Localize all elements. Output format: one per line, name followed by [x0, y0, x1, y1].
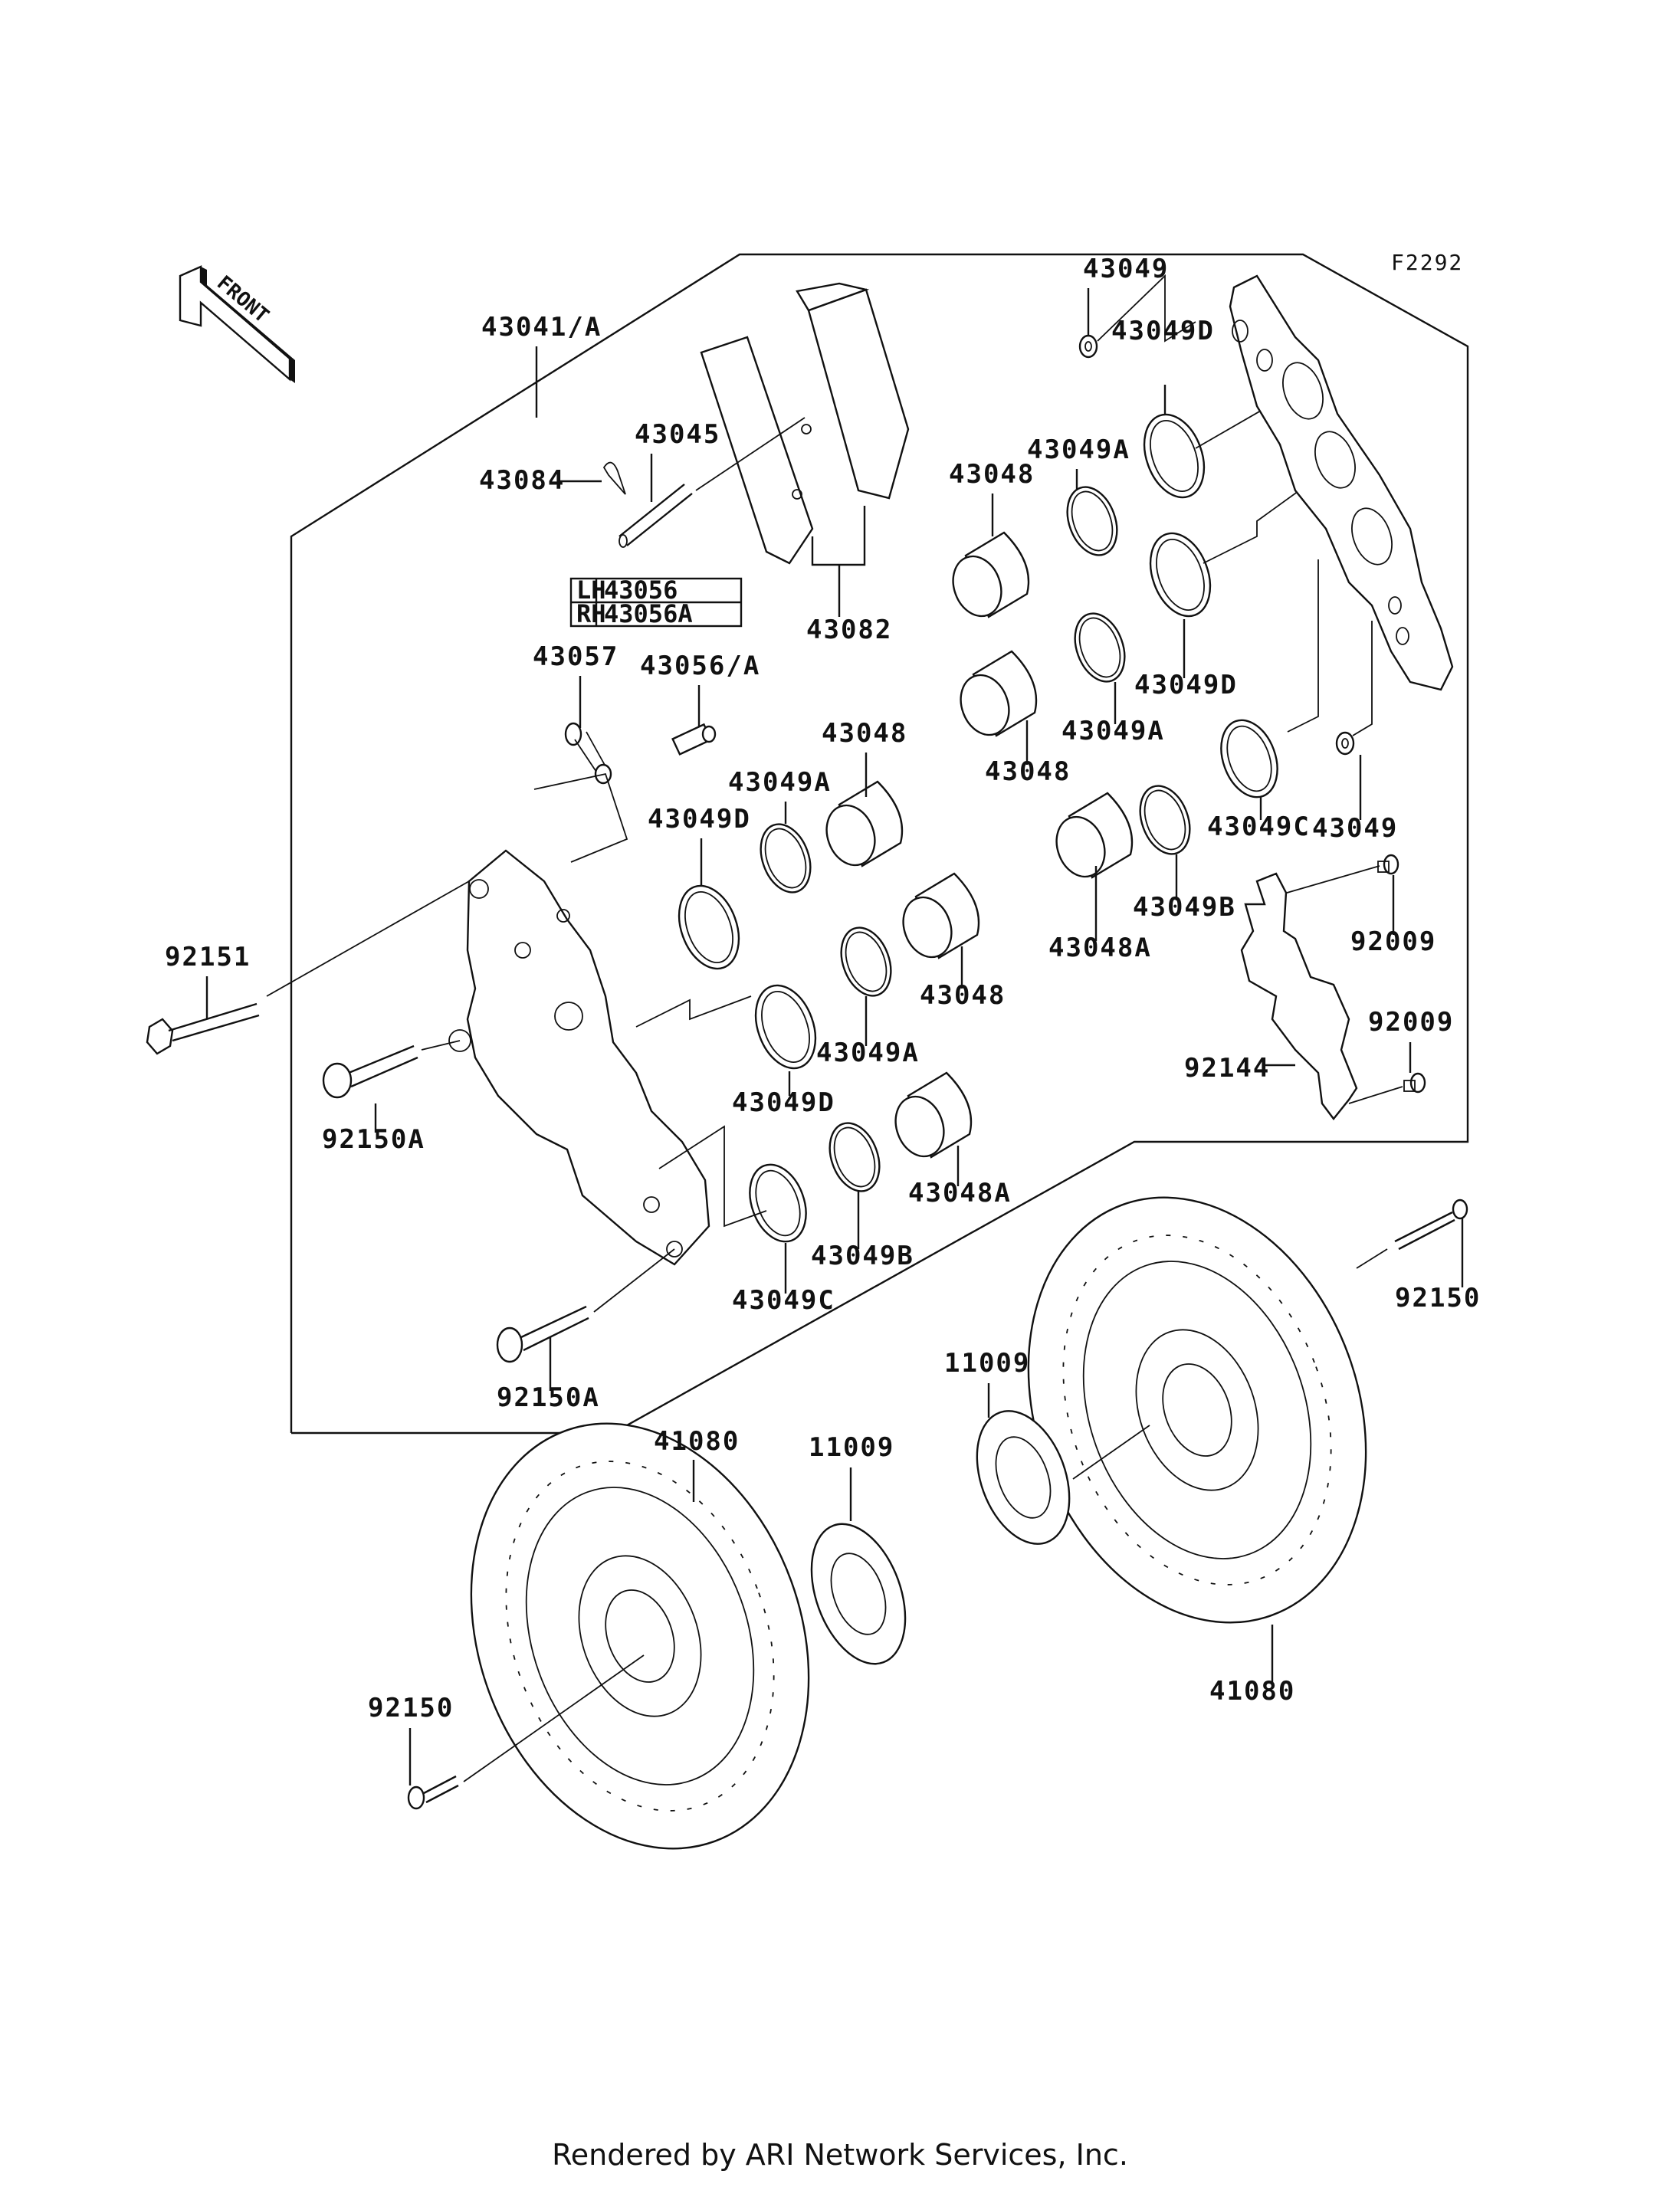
- label-92150a-1: 92150A: [322, 1124, 425, 1155]
- label-43048a-1: 43048A: [908, 1178, 1012, 1208]
- disc-bolt-right: [1394, 1199, 1468, 1251]
- bolt-92150a-upper: [322, 1044, 418, 1099]
- side-table: LH 43056 RH 43056A: [569, 575, 743, 628]
- label-11009-right: 11009: [944, 1348, 1030, 1379]
- bleeder-valve: [671, 723, 717, 756]
- label-43049d-1: 43049D: [648, 804, 751, 835]
- seal-43049-top: [1078, 334, 1098, 359]
- brake-disc-left: [470, 1422, 810, 1850]
- bolt-92150a-lower: [496, 1305, 589, 1363]
- bolt-92151: [146, 1002, 260, 1055]
- piston-43048-1: [825, 780, 904, 867]
- bolt-92009-lower: [1403, 1072, 1426, 1094]
- label-43049c-2: 43049C: [1207, 812, 1311, 842]
- label-92151: 92151: [165, 942, 251, 972]
- label-43049c-1: 43049C: [732, 1285, 835, 1316]
- seal-43049b-right: [1139, 785, 1191, 855]
- label-92009-2: 92009: [1368, 1007, 1454, 1038]
- label-43084: 43084: [479, 465, 565, 496]
- seal-43049c-left: [749, 1163, 807, 1243]
- disc-bolt-left: [407, 1775, 459, 1810]
- label-92150a-2: 92150A: [497, 1382, 600, 1413]
- caliper-assembly-outline: [290, 253, 1469, 1435]
- piston-43048a-2: [1055, 792, 1134, 879]
- label-43049d-4: 43049D: [1134, 670, 1238, 700]
- label-41080-right: 41080: [1209, 1676, 1295, 1707]
- seal-43049d-left-2: [754, 984, 817, 1070]
- seal-43049b-left: [829, 1122, 881, 1192]
- label-43048-1: 43048: [822, 718, 907, 749]
- left-caliper-body: [448, 849, 710, 1266]
- label-43049d-2: 43049D: [732, 1087, 835, 1118]
- label-43045: 43045: [635, 419, 720, 450]
- label-43049-2: 43049: [1312, 813, 1398, 844]
- label-43048a-2: 43048A: [1048, 933, 1152, 963]
- label-43048-3: 43048: [949, 459, 1035, 490]
- bolt-92009-upper: [1377, 854, 1399, 875]
- seal-43049-right: [1335, 731, 1355, 756]
- piston-43048a-1: [894, 1071, 973, 1159]
- seal-43049a-left-1: [760, 823, 812, 894]
- label-43056a: 43056/A: [640, 651, 760, 681]
- label-41080-left: 41080: [654, 1426, 740, 1457]
- brake-disc-right: [1027, 1196, 1367, 1624]
- piston-43048-2: [902, 872, 980, 959]
- clip-icon: [602, 461, 626, 495]
- piston-43048-3: [952, 531, 1030, 618]
- brake-pad: [700, 282, 910, 565]
- table-lh: LH: [576, 575, 606, 605]
- guard-92144: [1240, 872, 1358, 1120]
- table-lh-part: 43056: [604, 575, 678, 605]
- seal-43049a-right-2: [1074, 612, 1126, 683]
- table-rh-part: 43056A: [604, 599, 693, 628]
- label-92144: 92144: [1184, 1053, 1270, 1084]
- seal-43049d-right-1: [1143, 413, 1206, 499]
- front-arrow-icon: FRONT: [179, 265, 295, 383]
- label-43049-1: 43049: [1083, 254, 1169, 284]
- piston-43048-4: [960, 650, 1038, 737]
- label-43049a-1: 43049A: [728, 767, 832, 798]
- seal-43049d-right-2: [1149, 532, 1212, 618]
- shim-11009-right: [976, 1410, 1071, 1545]
- label-11009-left: 11009: [809, 1432, 894, 1463]
- shim-11009-left: [810, 1523, 907, 1665]
- seal-43049d-left-1: [678, 884, 740, 970]
- table-rh: RH: [576, 599, 606, 628]
- footer-credit: Rendered by ARI Network Services, Inc.: [552, 2138, 1128, 2172]
- label-43082: 43082: [806, 615, 892, 645]
- seal-43049a-right-1: [1066, 486, 1118, 556]
- label-43049a-3: 43049A: [1027, 434, 1130, 465]
- label-43049a-2: 43049A: [816, 1038, 920, 1068]
- label-43041a: 43041/A: [481, 312, 602, 343]
- label-43049b-2: 43049B: [1133, 892, 1236, 923]
- pad-pin: [619, 484, 693, 548]
- label-43049a-4: 43049A: [1061, 716, 1165, 746]
- label-43049b-1: 43049B: [811, 1241, 914, 1271]
- label-92150-right: 92150: [1395, 1283, 1481, 1313]
- label-92150-left: 92150: [368, 1693, 454, 1723]
- label-43049d-3: 43049D: [1111, 316, 1215, 346]
- label-43057: 43057: [533, 641, 619, 672]
- seal-43049a-left-2: [840, 926, 892, 997]
- diagram-id: F2292: [1391, 250, 1463, 275]
- right-caliper-body: [1229, 274, 1454, 691]
- seal-43049c-right: [1220, 719, 1278, 798]
